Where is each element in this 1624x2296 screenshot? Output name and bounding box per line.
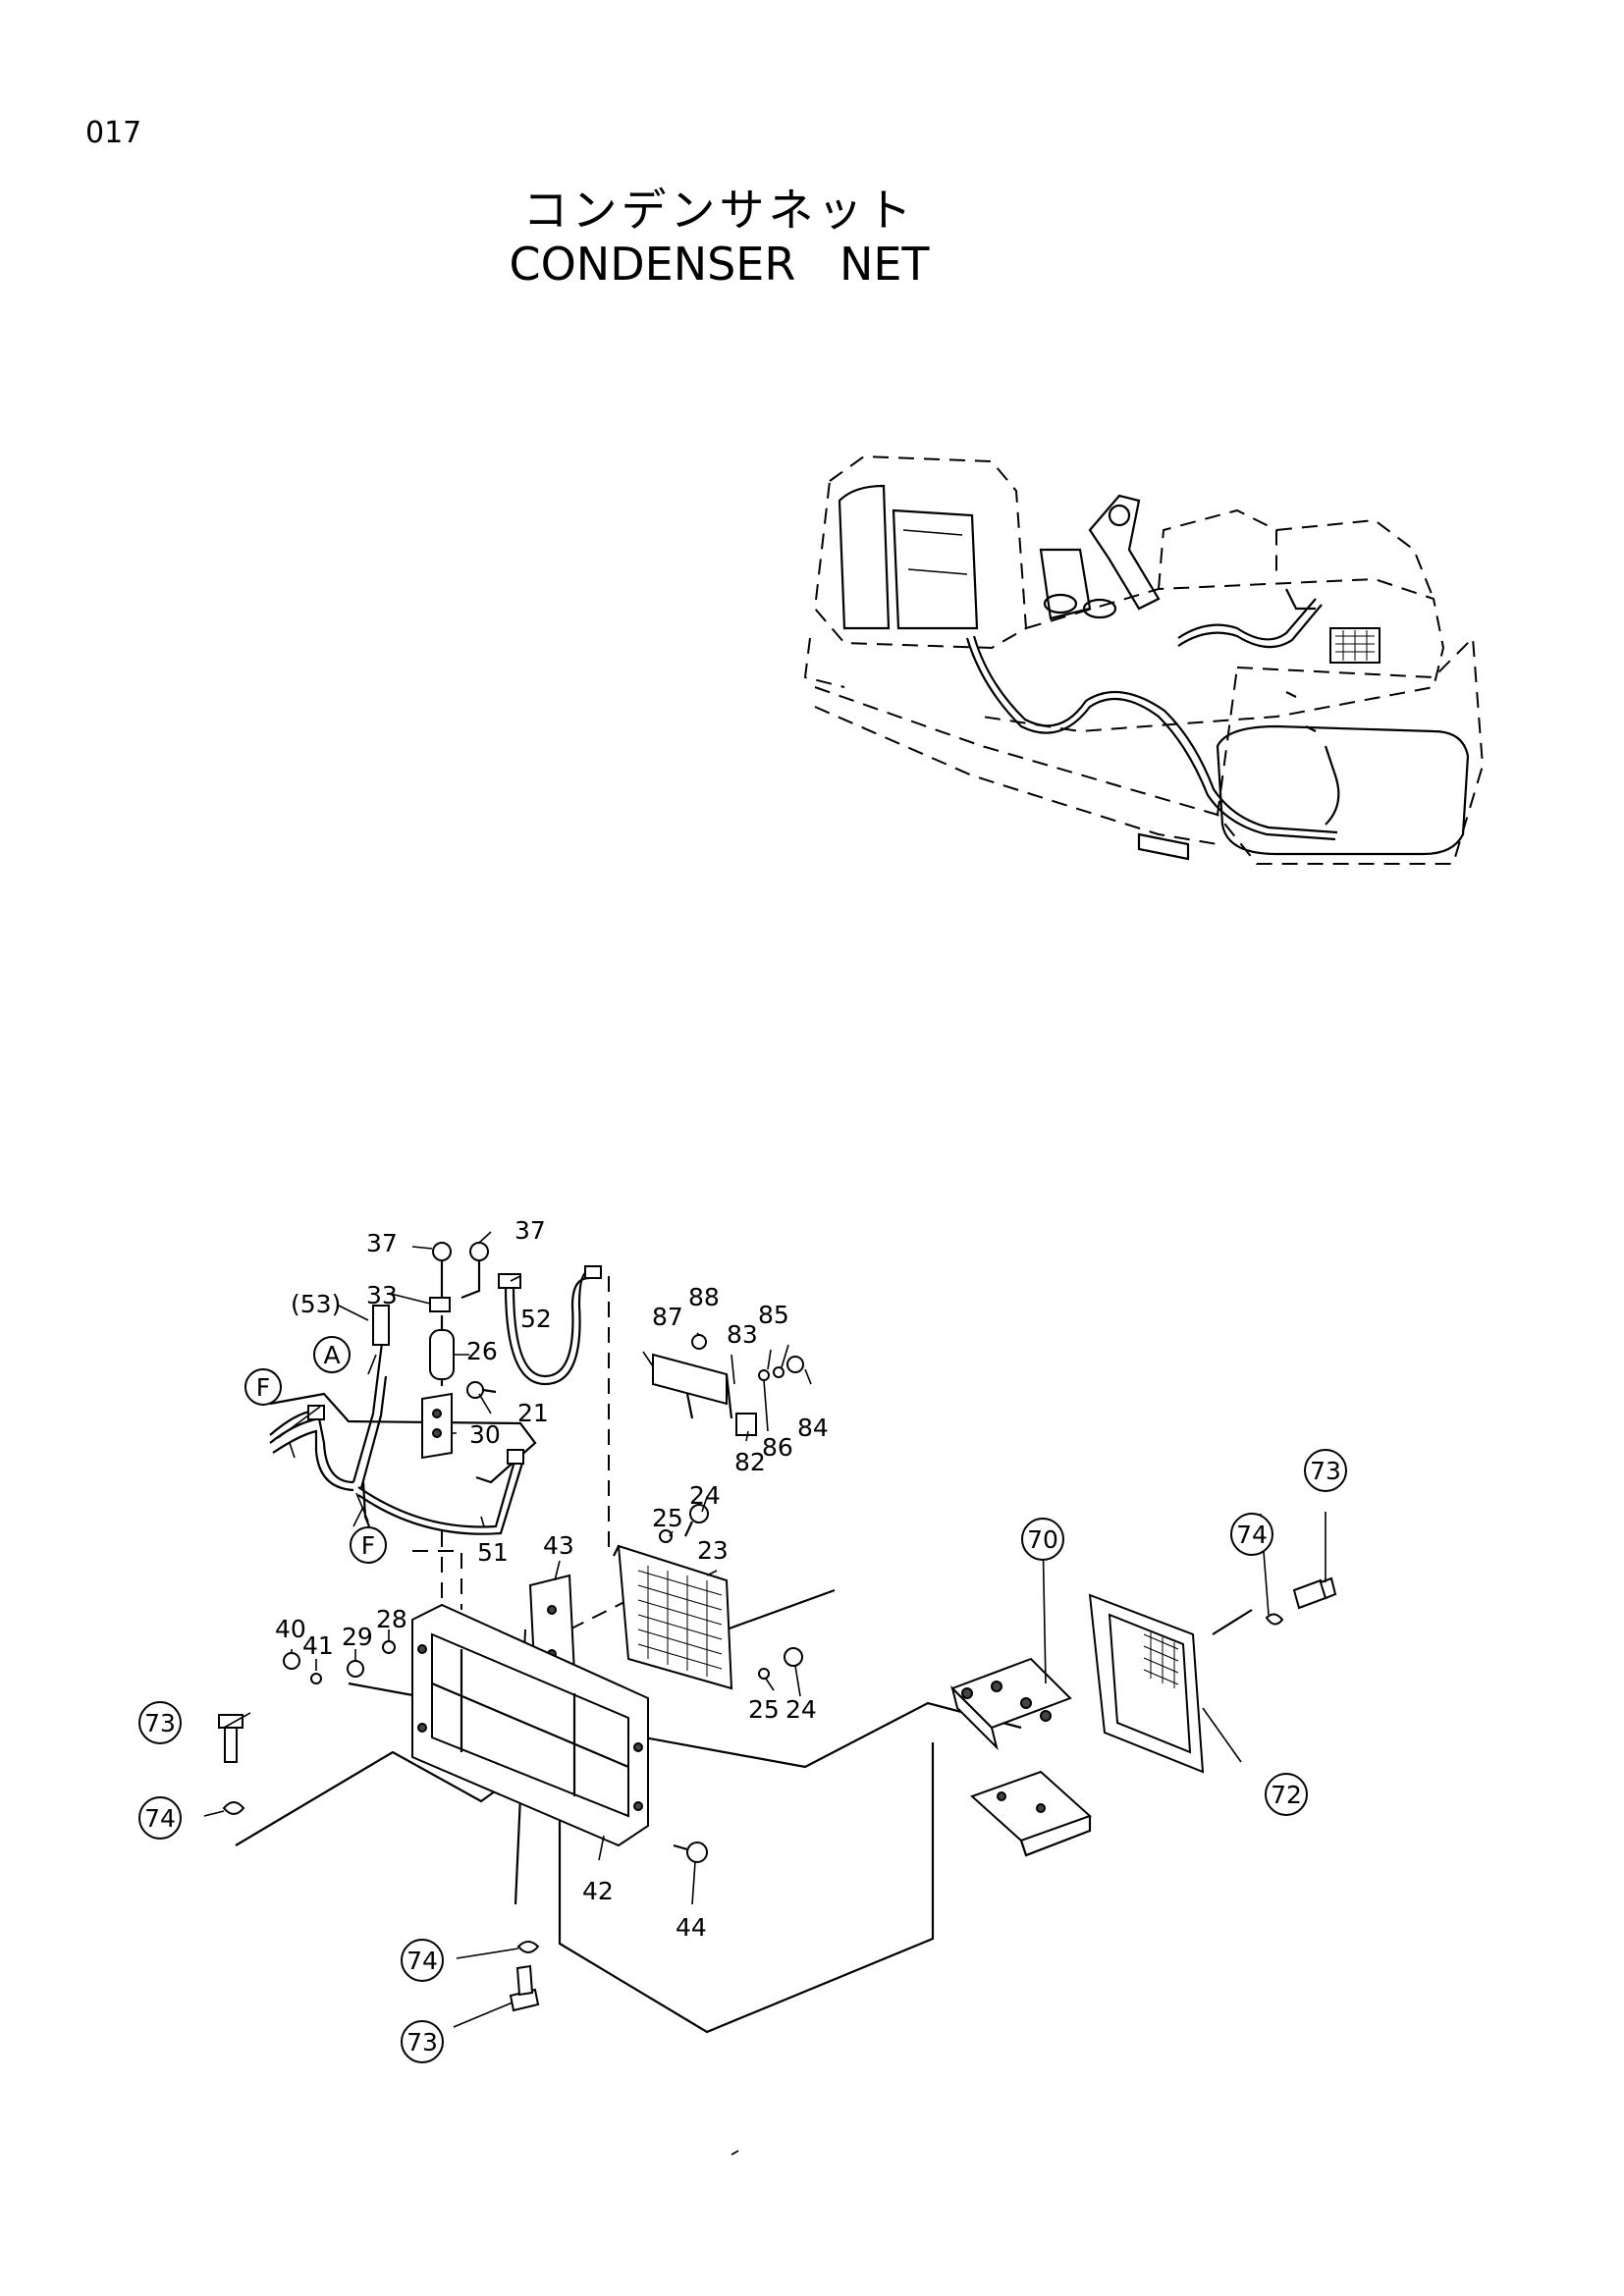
svg-text:A: A	[323, 1341, 340, 1369]
machine-overview-illustration	[803, 454, 1485, 865]
label-85: 85	[758, 1301, 789, 1329]
label-86: 86	[762, 1433, 793, 1462]
label-41: 41	[302, 1631, 334, 1660]
callout-73-right: 73	[1304, 1449, 1347, 1492]
callout-74-right: 74	[1230, 1513, 1273, 1556]
callout-74-bottom: 74	[401, 1939, 444, 1982]
label-26: 26	[466, 1337, 498, 1365]
page-number: 017	[85, 116, 142, 150]
svg-text:73: 73	[1310, 1457, 1341, 1485]
title-japanese: コンデンサネット	[522, 184, 916, 237]
svg-text:F: F	[256, 1373, 270, 1402]
label-21: 21	[517, 1399, 549, 1427]
label-42: 42	[582, 1877, 614, 1905]
callout-74-left: 74	[138, 1796, 182, 1840]
label-40: 40	[275, 1615, 306, 1643]
label-24-lower: 24	[785, 1695, 817, 1724]
label-25-lower: 25	[748, 1695, 780, 1724]
label-53: (53)	[291, 1290, 341, 1318]
callout-73-left: 73	[138, 1701, 182, 1744]
label-82: 82	[734, 1448, 766, 1476]
exploded-parts-view: A F F 73 74 73 74 74	[138, 1216, 1347, 2156]
label-43: 43	[543, 1531, 574, 1560]
callout-70: 70	[1021, 1518, 1064, 1561]
callout-detail-a: A	[313, 1336, 351, 1373]
label-88: 88	[688, 1283, 720, 1311]
label-30: 30	[469, 1420, 501, 1449]
label-25-upper: 25	[652, 1504, 683, 1532]
svg-text:74: 74	[1236, 1521, 1268, 1549]
svg-text:74: 74	[144, 1804, 176, 1833]
label-29: 29	[342, 1623, 373, 1651]
label-52: 52	[520, 1305, 552, 1333]
callout-73-bottom: 73	[401, 2020, 444, 2063]
label-51: 51	[477, 1538, 509, 1567]
svg-text:73: 73	[144, 1709, 176, 1737]
label-44: 44	[676, 1913, 707, 1942]
svg-text:74: 74	[406, 1947, 438, 1975]
label-23: 23	[697, 1536, 729, 1565]
svg-text:72: 72	[1271, 1781, 1302, 1809]
label-24-upper: 24	[689, 1481, 721, 1510]
label-83: 83	[727, 1320, 758, 1349]
label-37-left: 37	[366, 1229, 398, 1257]
label-87: 87	[652, 1303, 683, 1331]
callout-detail-f-bottom: F	[350, 1526, 387, 1564]
title-english: CONDENSER NET	[509, 238, 930, 291]
callout-detail-f-left: F	[244, 1368, 282, 1406]
svg-text:73: 73	[406, 2028, 438, 2056]
label-84: 84	[797, 1414, 829, 1442]
svg-text:70: 70	[1027, 1525, 1058, 1554]
label-37-right: 37	[514, 1216, 546, 1245]
callout-72: 72	[1265, 1773, 1308, 1816]
svg-text:F: F	[361, 1531, 375, 1560]
label-28: 28	[376, 1605, 407, 1633]
label-33: 33	[366, 1281, 398, 1309]
